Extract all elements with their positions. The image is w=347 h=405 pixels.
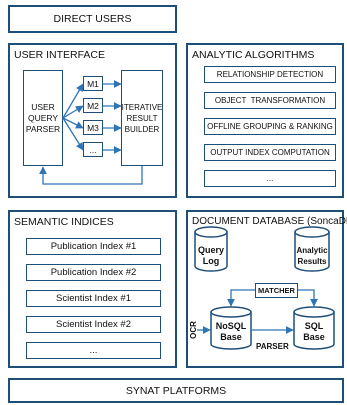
- index-publication-1: Publication Index #1: [26, 238, 161, 255]
- index-label: ...: [89, 345, 98, 356]
- semantic-indices-title: SEMANTIC INDICES: [14, 216, 114, 228]
- alg-output-index-computation: OUTPUT INDEX COMPUTATION: [204, 144, 336, 161]
- alg-item-label: OBJECT TRANSFORMATION: [214, 96, 326, 105]
- module-m1: M1: [83, 76, 103, 91]
- module-more-label: ...: [89, 144, 97, 155]
- alg-relationship-detection: RELATIONSHIP DETECTION: [204, 66, 336, 83]
- user-interface-title: USER INTERFACE: [14, 49, 106, 61]
- alg-item-label: ...: [266, 174, 274, 183]
- index-scientist-2: Scientist Index #2: [26, 316, 161, 333]
- module-m1-label: M1: [87, 78, 99, 89]
- matcher-label: MATCHER: [258, 286, 295, 295]
- alg-item-label: OFFLINE GROUPING & RANKING: [207, 122, 333, 131]
- ocr-label: OCR: [189, 321, 198, 339]
- index-label: Scientist Index #2: [56, 319, 131, 330]
- alg-item-label: OUTPUT INDEX COMPUTATION: [210, 148, 330, 157]
- synat-platforms-box: SYNAT PLATFORMS: [8, 378, 344, 403]
- alg-object-transformation: OBJECT TRANSFORMATION: [204, 92, 336, 109]
- parser-line-1: USER: [31, 101, 55, 112]
- index-label: Scientist Index #1: [56, 293, 131, 304]
- iterative-result-builder-box: ITERATIVE RESULT BUILDER: [121, 70, 163, 166]
- document-database-title: DOCUMENT DATABASE (SoncaDB): [192, 216, 347, 227]
- direct-users-box: DIRECT USERS: [8, 5, 177, 33]
- alg-offline-grouping-ranking: OFFLINE GROUPING & RANKING: [204, 118, 336, 135]
- module-more: ...: [83, 142, 103, 157]
- index-label: Publication Index #1: [50, 241, 137, 252]
- direct-users-label: DIRECT USERS: [53, 13, 132, 25]
- synat-platforms-label: SYNAT PLATFORMS: [125, 384, 227, 397]
- alg-more: ...: [204, 170, 336, 187]
- index-scientist-1: Scientist Index #1: [26, 290, 161, 307]
- parser-line-3: PARSER: [25, 123, 61, 134]
- module-m2: M2: [83, 98, 103, 113]
- parser-line-2: QUERY: [27, 112, 59, 123]
- user-query-parser-box: USER QUERY PARSER: [23, 70, 63, 166]
- module-m3-label: M3: [87, 122, 99, 133]
- builder-line-3: BUILDER: [124, 124, 160, 134]
- module-m2-label: M2: [87, 100, 99, 111]
- index-more: ...: [26, 342, 161, 359]
- index-label: Publication Index #2: [50, 267, 137, 278]
- semantic-indices-panel: SEMANTIC INDICES: [8, 210, 177, 368]
- matcher-box: MATCHER: [255, 283, 298, 298]
- builder-line-2: RESULT: [126, 113, 158, 123]
- analytic-algorithms-title: ANALYTIC ALGORITHMS: [192, 49, 315, 61]
- index-publication-2: Publication Index #2: [26, 264, 161, 281]
- db-parser-label: PARSER: [256, 342, 289, 351]
- alg-item-label: RELATIONSHIP DETECTION: [216, 70, 324, 79]
- module-m3: M3: [83, 120, 103, 135]
- builder-line-1: ITERATIVE: [121, 102, 163, 112]
